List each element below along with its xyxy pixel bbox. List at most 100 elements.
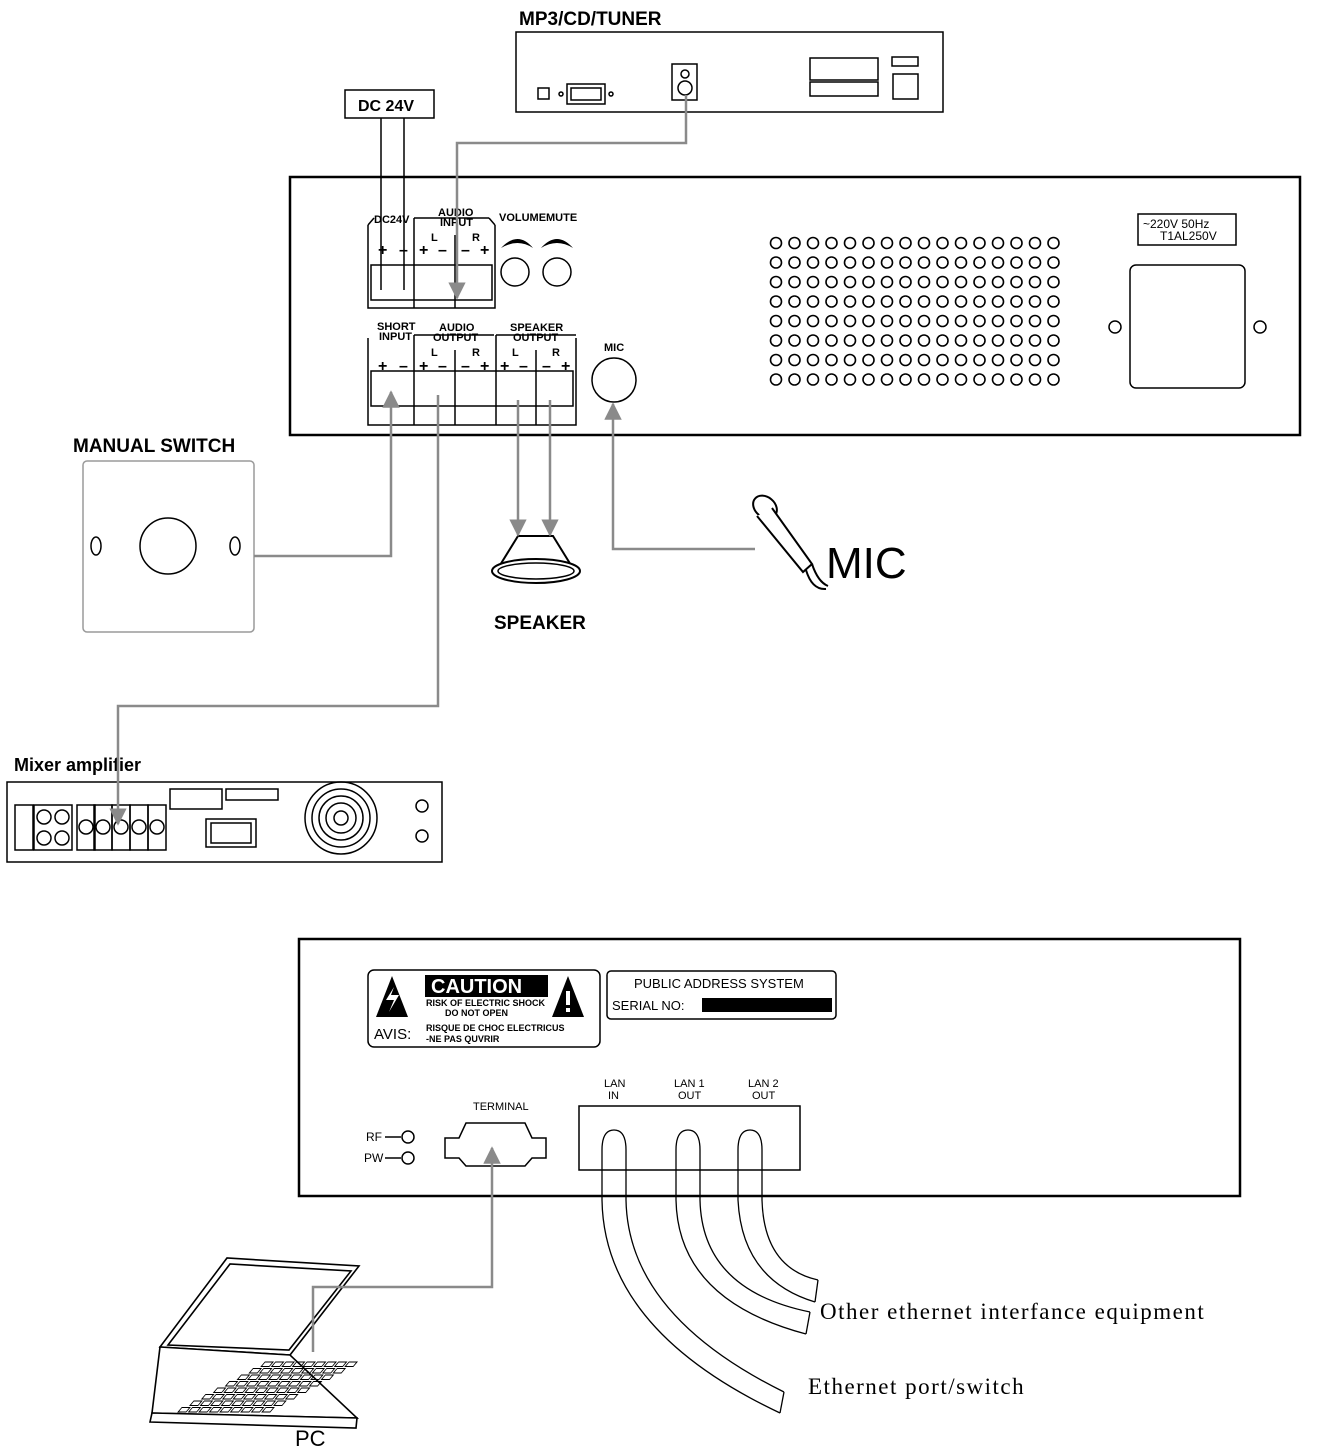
keyboard-key <box>263 1393 278 1400</box>
vent-hole <box>769 334 783 347</box>
mp3-cd-tuner-device <box>515 31 944 113</box>
audio-output-label-1: AUDIO <box>439 322 475 334</box>
keyboard-key <box>236 1374 251 1381</box>
in-r-minus: – <box>461 242 470 259</box>
keyboard-key <box>260 1361 275 1368</box>
vent-hole <box>954 353 968 367</box>
speaker-output-label-1: SPEAKER <box>510 322 563 334</box>
vent-hole <box>862 373 875 386</box>
keyboard-key <box>241 1400 256 1407</box>
keyboard-key <box>291 1361 306 1368</box>
vent-hole <box>862 256 875 269</box>
audio-input-l: L <box>431 232 438 244</box>
vent-hole <box>899 275 912 289</box>
vent-hole <box>973 236 986 250</box>
manual-switch-button[interactable] <box>139 517 197 575</box>
short-input-label-2: INPUT <box>379 331 412 343</box>
vent-hole <box>936 295 949 308</box>
vent-hole <box>1047 353 1060 367</box>
keyboard-key <box>256 1380 270 1387</box>
other-equipment-label: Other ethernet interfance equipment <box>820 1299 1205 1324</box>
out-r-plus: + <box>480 358 489 375</box>
keyboard-key <box>220 1400 235 1407</box>
vent-hole <box>769 295 783 308</box>
vent-hole <box>806 295 820 308</box>
main-amplifier-panel: DC24V AUDIO INPUT L R + – + – – + VOLUME… <box>288 175 1302 437</box>
spk-r-plus: + <box>561 358 570 375</box>
vent-hole <box>769 236 783 250</box>
keyboard-key <box>221 1393 236 1400</box>
warning-en-1: RISK OF ELECTRIC SHOCK <box>426 998 546 1008</box>
keyboard-key <box>261 1406 275 1413</box>
keyboard-key <box>298 1380 312 1387</box>
vent-hole <box>1028 373 1042 386</box>
vent-hole <box>973 314 986 328</box>
spk-l: L <box>512 347 519 359</box>
mic-jack[interactable] <box>591 357 637 403</box>
keyboard-key <box>281 1361 296 1368</box>
lan1-out-2: OUT <box>678 1090 702 1102</box>
volume-label: VOLUME <box>499 212 546 224</box>
vent-hole <box>954 334 968 347</box>
pc-label: PC <box>295 1426 326 1449</box>
lan2-out-1: LAN 2 <box>748 1078 779 1090</box>
vent-hole <box>1010 295 1023 308</box>
vent-hole <box>991 373 1005 386</box>
keyboard-key <box>296 1387 311 1394</box>
keyboard-key <box>210 1400 224 1407</box>
wire-mic <box>604 402 755 551</box>
vent-hole <box>843 256 857 269</box>
serial-no-label: SERIAL NO: <box>612 998 684 1013</box>
keyboard-key <box>257 1374 272 1381</box>
caution-label: CAUTION RISK OF ELECTRIC SHOCK DO NOT OP… <box>367 969 601 1048</box>
ethernet-switch-label: Ethernet port/switch <box>808 1374 1025 1399</box>
manual-switch-label: MANUAL SWITCH <box>73 436 235 457</box>
short-minus: – <box>399 358 408 375</box>
vent-hole <box>936 373 949 386</box>
vent-hole <box>899 373 912 386</box>
vent-hole <box>769 314 783 328</box>
terminal-port[interactable] <box>444 1122 547 1167</box>
keyboard-key <box>244 1387 259 1394</box>
keyboard-key <box>323 1361 338 1368</box>
vent-hole <box>1028 334 1042 347</box>
keyboard-key <box>310 1374 324 1381</box>
vent-hole <box>825 334 838 347</box>
microphone-icon <box>752 494 829 591</box>
pa-system-label: PUBLIC ADDRESS SYSTEM SERIAL NO: <box>606 970 837 1020</box>
keyboard-key <box>200 1393 215 1400</box>
keyboard-key <box>231 1400 245 1407</box>
vent-hole <box>769 353 783 367</box>
pa-system-title: PUBLIC ADDRESS SYSTEM <box>634 976 804 991</box>
terminal-label: TERMINAL <box>473 1101 529 1113</box>
vent-hole <box>917 275 931 289</box>
vent-hole <box>862 334 875 347</box>
out-l-plus: + <box>419 358 428 375</box>
volume-knob[interactable] <box>500 257 530 287</box>
vent-hole <box>899 256 912 269</box>
keyboard-key <box>333 1361 348 1368</box>
pw-label: PW <box>364 1151 384 1165</box>
mic-jack-label: MIC <box>604 342 624 354</box>
vent-hole <box>936 275 949 289</box>
bottom-terminal-block: SHORT INPUT AUDIO OUTPUT SPEAKER OUTPUT … <box>367 321 577 426</box>
vent-hole <box>1047 334 1060 347</box>
keyboard-key <box>268 1374 282 1381</box>
vent-hole <box>806 314 820 328</box>
speaker-label: SPEAKER <box>494 613 586 634</box>
vent-hole <box>899 314 912 328</box>
mute-knob[interactable] <box>542 257 572 287</box>
spk-l-plus: + <box>500 358 509 375</box>
keyboard-key <box>233 1387 248 1394</box>
keyboard-key <box>332 1367 347 1374</box>
keyboard-key <box>312 1361 327 1368</box>
keyboard-key <box>242 1393 257 1400</box>
vent-hole <box>973 256 986 269</box>
vent-hole <box>991 334 1005 347</box>
vent-hole <box>769 275 783 289</box>
vent-hole <box>825 275 838 289</box>
vent-hole <box>843 353 857 367</box>
vent-hole <box>973 275 986 289</box>
vent-hole <box>843 373 857 386</box>
